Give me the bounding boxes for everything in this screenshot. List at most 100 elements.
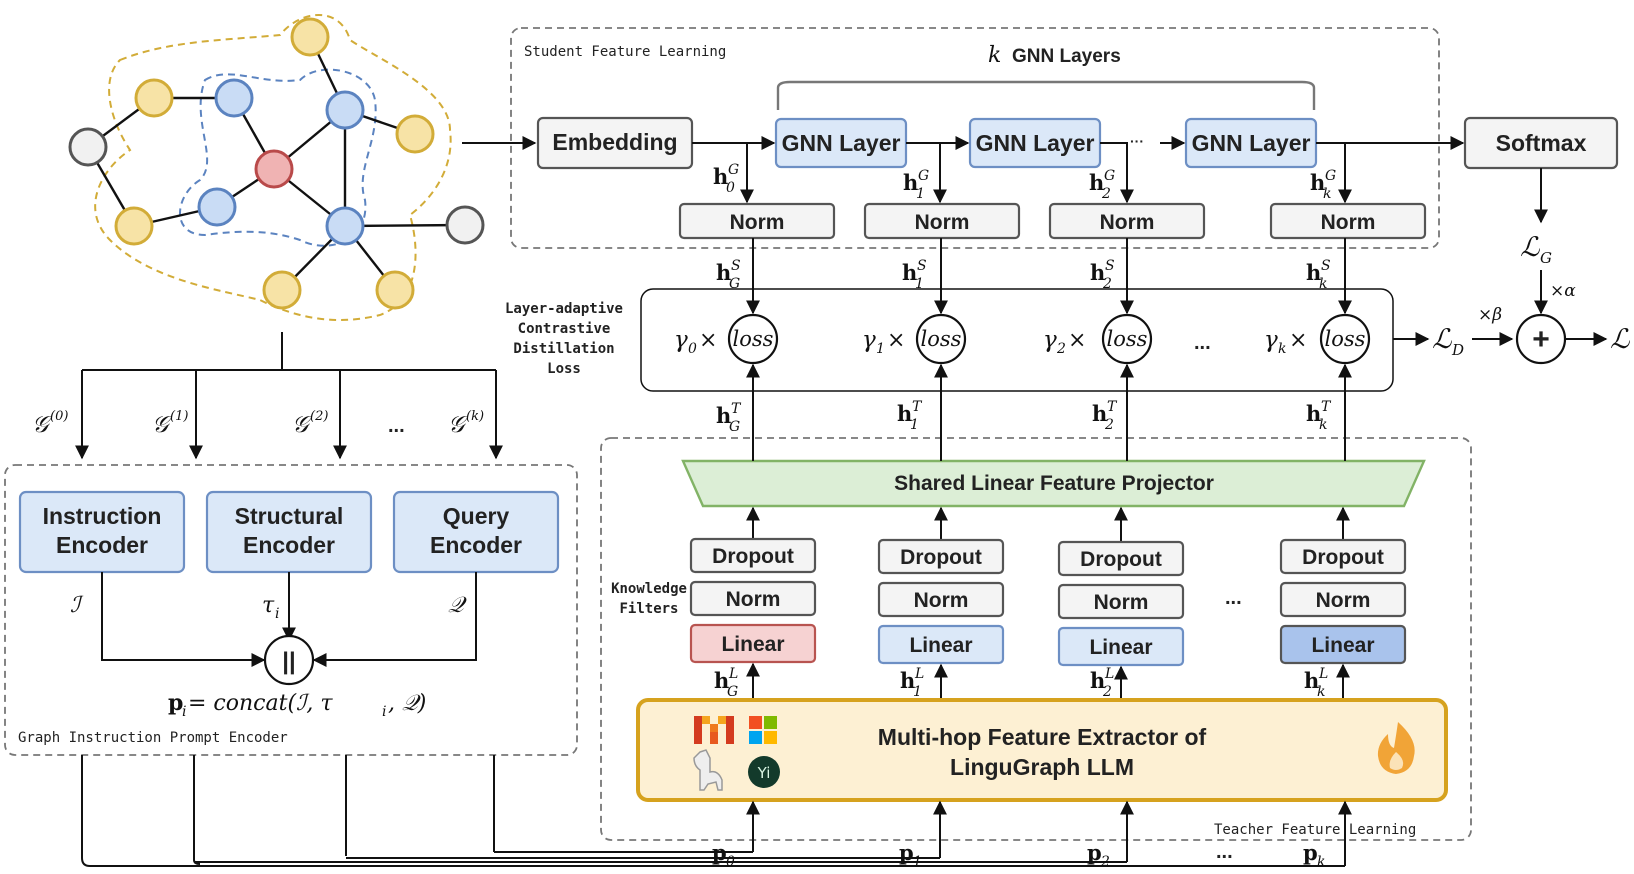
svg-text:0: 0 [726, 854, 735, 870]
filter-stack-1: Dropout Norm Linear [877, 506, 1005, 665]
svg-text:G: G [729, 276, 740, 292]
svg-text:1: 1 [876, 341, 885, 357]
svg-text:S: S [1105, 258, 1115, 274]
svg-text:p: p [712, 840, 727, 865]
svg-text:k: k [1317, 684, 1325, 700]
svg-text:Dropout: Dropout [712, 545, 794, 568]
concat-node [263, 634, 315, 686]
svg-text:γ: γ [862, 327, 876, 353]
mistral-logo-icon [694, 716, 734, 744]
svg-text:T: T [731, 401, 742, 417]
svg-text:h: h [1089, 170, 1104, 195]
svg-text:Distillation: Distillation [513, 341, 614, 357]
svg-text:×: × [1068, 328, 1086, 353]
svg-text:Layer-adaptive: Layer-adaptive [505, 301, 623, 317]
svg-text:G: G [1325, 168, 1336, 184]
loss-total: ℒ [1610, 324, 1630, 355]
svg-text:Contrastive: Contrastive [518, 321, 611, 337]
svg-text:loss: loss [1107, 327, 1148, 351]
svg-text:×: × [699, 328, 717, 353]
graph-node [395, 114, 435, 154]
svg-text:k: k [1319, 276, 1327, 292]
svg-text:×: × [1289, 328, 1307, 353]
svg-text:h: h [716, 260, 731, 285]
svg-text:Loss: Loss [547, 361, 581, 377]
svg-text:h: h [903, 170, 918, 195]
svg-text:loss: loss [733, 327, 774, 351]
fire-icon [1377, 722, 1415, 774]
svg-text:2: 2 [1104, 417, 1114, 433]
graph-node [68, 127, 108, 167]
knowledge-filters-label-2: Filters [619, 601, 678, 617]
alpha-weight: ×α [1550, 281, 1576, 301]
prompt-formula: p i = concat(ℐ, τ i , 𝒬) [168, 690, 426, 720]
graph-node [214, 78, 254, 118]
svg-text:1: 1 [915, 276, 924, 292]
graph-node [262, 270, 302, 310]
svg-text:𝒢: 𝒢 [292, 412, 312, 438]
filter-stack-k: Dropout Norm Linear [1279, 506, 1407, 665]
llm-extractor-label-1: Multi-hop Feature Extractor of [878, 724, 1207, 750]
teacher-section-label: Teacher Feature Learning [1214, 822, 1416, 838]
loss-LG: ℒ [1520, 232, 1540, 263]
svg-text:Linear: Linear [1311, 634, 1374, 657]
graph-node [325, 206, 365, 246]
svg-text:...: ... [1216, 841, 1233, 863]
microsoft-logo-icon [749, 716, 777, 744]
svg-text:(k): (k) [466, 409, 484, 424]
svg-text:Linear: Linear [909, 634, 972, 657]
p-labels: p 0 p 1 p 2 ... p k [712, 840, 1325, 870]
svg-text:Yi: Yi [757, 764, 771, 782]
svg-text:Norm: Norm [726, 588, 781, 611]
svg-text:= concat(ℐ, τ: = concat(ℐ, τ [188, 691, 333, 716]
svg-text:h: h [900, 668, 915, 693]
hT-labels: h G T h 1 T h 2 T h k T [716, 399, 1332, 435]
embedding-label: Embedding [552, 129, 677, 155]
svg-text:0: 0 [688, 341, 697, 357]
svg-text:𝒢: 𝒢 [152, 412, 172, 438]
svg-text:L: L [914, 666, 924, 682]
knowledge-filters-label-1: Knowledge [611, 581, 687, 597]
loss-term-k: loss γ k × [1264, 313, 1371, 365]
svg-text:2: 2 [1056, 341, 1066, 357]
gnn-layers-label: GNN Layers [1012, 46, 1121, 67]
graph-node [134, 78, 174, 118]
svg-text:p: p [1303, 840, 1318, 865]
loss-ellipsis: ... [1194, 332, 1211, 354]
svg-text:p: p [1087, 840, 1102, 865]
gnn-layer-1-label: GNN Layer [782, 130, 901, 156]
student-norm-1-label: Norm [915, 211, 970, 234]
beta-weight: ×β [1478, 305, 1502, 325]
svg-text:S: S [1321, 258, 1331, 274]
svg-text:h: h [1090, 260, 1105, 285]
filter-stack-0: Dropout Norm Linear [689, 506, 817, 664]
svg-text:k: k [1323, 186, 1331, 202]
loss-LD-sub: D [1451, 341, 1464, 359]
svg-text:Norm: Norm [914, 589, 969, 612]
svg-text:k: k [1319, 417, 1327, 433]
svg-text:h: h [1092, 401, 1107, 426]
symbol-I: ℐ [70, 593, 84, 618]
student-norm-2-label: Norm [1100, 211, 1155, 234]
llm-extractor [636, 698, 1448, 802]
filter-stack-2: Dropout Norm Linear [1057, 506, 1185, 667]
graph-node [375, 270, 415, 310]
svg-text:G: G [1104, 168, 1115, 184]
llm-extractor-label-2: LinguGraph LLM [950, 754, 1134, 780]
shared-projector-label: Shared Linear Feature Projector [894, 472, 1214, 495]
svg-text:i: i [275, 606, 279, 622]
svg-text:Dropout: Dropout [1302, 546, 1384, 569]
svg-text:Dropout: Dropout [900, 546, 982, 569]
filter-ellipsis: ... [1225, 587, 1242, 609]
svg-text:T: T [912, 399, 923, 415]
svg-text:2: 2 [1102, 276, 1112, 292]
graph-node [445, 205, 485, 245]
svg-text:h: h [902, 260, 917, 285]
svg-text:Instruction: Instruction [43, 503, 162, 529]
student-norm-k [1269, 202, 1427, 240]
svg-text:γ: γ [1264, 327, 1278, 353]
sum-plus: + [1532, 323, 1550, 356]
hL-labels: h G L h 1 L h 2 L h k L [714, 666, 1328, 700]
svg-text:h: h [897, 401, 912, 426]
prompt-encoder-section [4, 464, 578, 756]
